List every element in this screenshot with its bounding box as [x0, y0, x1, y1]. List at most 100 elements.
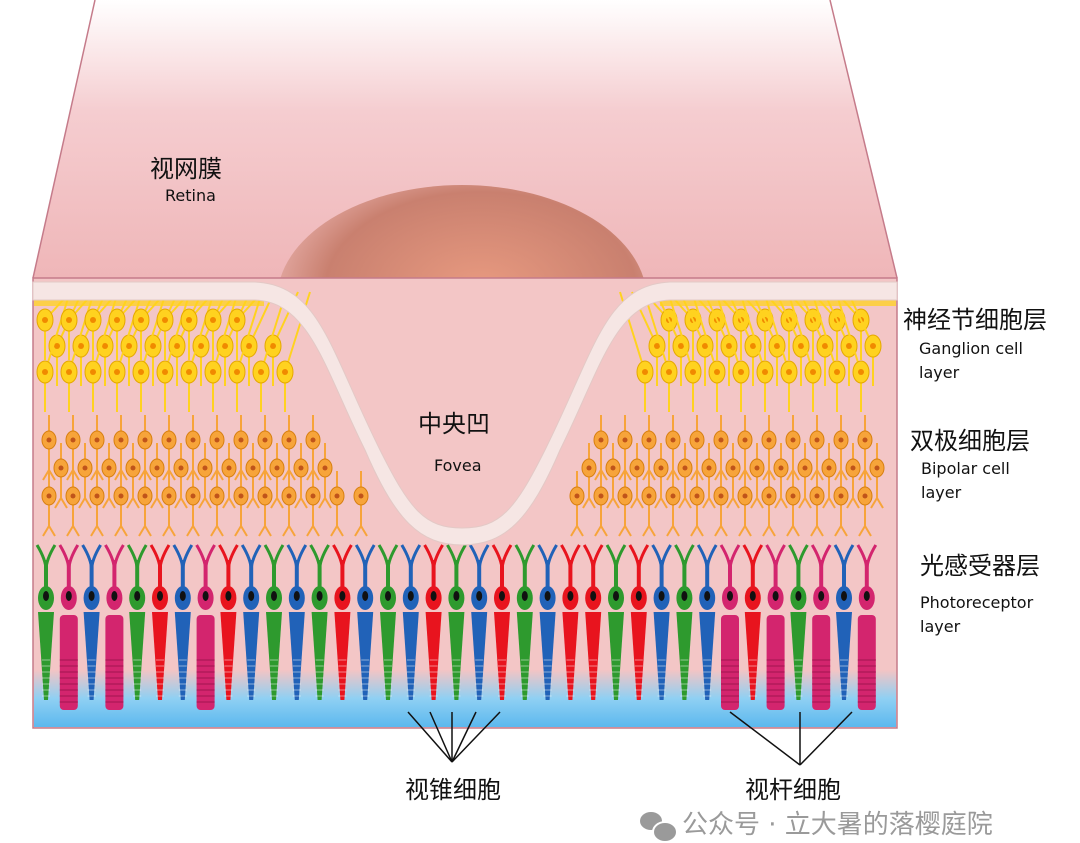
- fovea-label: 中央凹: [418, 410, 490, 438]
- bipolar-cell: [353, 471, 369, 537]
- bipolar-cell: [845, 443, 861, 509]
- cone-pointer-line: [429, 711, 453, 763]
- bipolar-cell: [581, 443, 597, 509]
- bipolar-cell: [785, 471, 801, 537]
- cone-cell: [286, 544, 308, 700]
- photoreceptor-layer-label-en-2: layer: [920, 617, 961, 636]
- cone-cell: [560, 544, 581, 700]
- cone-cell: [605, 544, 627, 700]
- bipolar-cell: [269, 443, 285, 509]
- cone-cell: [582, 544, 604, 700]
- retina-cells: [34, 286, 896, 710]
- bipolar-cell: [653, 443, 669, 509]
- cone-cell: [377, 544, 399, 700]
- cones-label: 视锥细胞: [405, 776, 501, 804]
- bipolar-cell: [809, 471, 825, 537]
- bipolar-cell: [593, 415, 609, 481]
- cone-cell: [309, 544, 330, 700]
- bipolar-cell: [89, 415, 105, 481]
- bipolar-cell: [293, 443, 309, 509]
- bipolar-cell: [617, 471, 633, 537]
- ganglion-cell: [799, 291, 834, 386]
- watermark-text: 公众号 · 立大暑的落樱庭院: [682, 810, 993, 840]
- cone-cell: [491, 544, 513, 700]
- bipolar-cell: [641, 415, 657, 481]
- bipolar-cell: [725, 443, 741, 509]
- bipolar-cell: [233, 471, 249, 537]
- rod-cell: [195, 544, 216, 710]
- cone-cell: [149, 544, 171, 700]
- bipolar-cell: [53, 443, 69, 509]
- cone-cell: [354, 544, 376, 700]
- cone-pointer-line: [451, 711, 501, 763]
- cone-cell: [788, 544, 809, 700]
- bipolar-cell: [737, 471, 753, 537]
- cone-cell: [240, 544, 262, 700]
- cone-cell: [35, 544, 57, 700]
- watermark: 公众号 · 立大暑的落樱庭院: [640, 810, 993, 843]
- cone-cell: [674, 544, 695, 700]
- cone-cell: [833, 544, 855, 700]
- bipolar-cell: [221, 443, 237, 509]
- fovea-label-en: Fovea: [434, 456, 482, 475]
- bipolar-cell: [809, 415, 825, 481]
- rods-label: 视杆细胞: [745, 776, 841, 804]
- bipolar-cell: [65, 471, 81, 537]
- bipolar-cell: [665, 471, 681, 537]
- bipolar-cell: [797, 443, 813, 509]
- bipolar-cell: [113, 415, 129, 481]
- bipolar-cell: [593, 471, 609, 537]
- rod-cell: [58, 544, 80, 710]
- rod-cell: [719, 544, 741, 710]
- rod-pointer-line: [729, 711, 801, 766]
- rod-cell: [810, 544, 832, 710]
- bipolar-cell: [185, 415, 201, 481]
- bipolar-cell: [173, 443, 189, 509]
- rod-cell: [104, 544, 125, 710]
- bipolar-cell: [761, 471, 777, 537]
- retina-label-en: Retina: [165, 186, 216, 205]
- bipolar-cell: [605, 443, 621, 509]
- ganglion-cell: [204, 291, 239, 360]
- cone-cell: [400, 544, 422, 700]
- photoreceptor-layer-label-en-1: Photoreceptor: [920, 593, 1034, 612]
- bipolar-cell: [89, 471, 105, 537]
- bipolar-cell: [197, 443, 213, 509]
- bipolar-cell: [305, 471, 321, 537]
- bipolar-cell: [689, 471, 705, 537]
- cone-cell: [126, 544, 148, 700]
- ganglion-layer-label-en-1: Ganglion cell: [919, 339, 1023, 358]
- cone-cell: [468, 544, 490, 700]
- bipolar-layer-label-en-2: layer: [921, 483, 962, 502]
- bipolar-cell: [77, 443, 93, 509]
- rod-cell: [765, 544, 786, 710]
- bipolar-cell: [125, 443, 141, 509]
- bipolar-cell: [701, 443, 717, 509]
- bipolar-cell: [245, 443, 261, 509]
- bipolar-cell: [749, 443, 765, 509]
- cone-cell: [218, 544, 239, 700]
- bipolar-cell: [41, 415, 57, 481]
- photoreceptor-layer-label: 光感受器层: [920, 552, 1040, 580]
- ganglion-cell: [180, 291, 215, 360]
- cone-cell: [742, 544, 764, 700]
- bipolar-cell: [113, 471, 129, 537]
- bipolar-cell: [41, 471, 57, 537]
- cone-cell: [172, 544, 194, 700]
- cone-cell: [514, 544, 536, 700]
- cone-pointer-line: [451, 711, 477, 763]
- ganglion-cell: [823, 291, 858, 386]
- pointer-lines: [407, 711, 853, 766]
- bipolar-cell: [821, 443, 837, 509]
- bipolar-cell: [257, 471, 273, 537]
- retina-right-edge: [829, 0, 898, 279]
- ganglion-layer-label: 神经节细胞层: [903, 306, 1047, 334]
- ganglion-cell: [228, 291, 263, 412]
- bipolar-cell: [569, 471, 585, 537]
- bipolar-cell: [713, 471, 729, 537]
- bipolar-layer-label-en-1: Bipolar cell: [921, 459, 1010, 478]
- bipolar-cell: [689, 415, 705, 481]
- cone-cell: [81, 544, 102, 700]
- bipolar-cell: [641, 471, 657, 537]
